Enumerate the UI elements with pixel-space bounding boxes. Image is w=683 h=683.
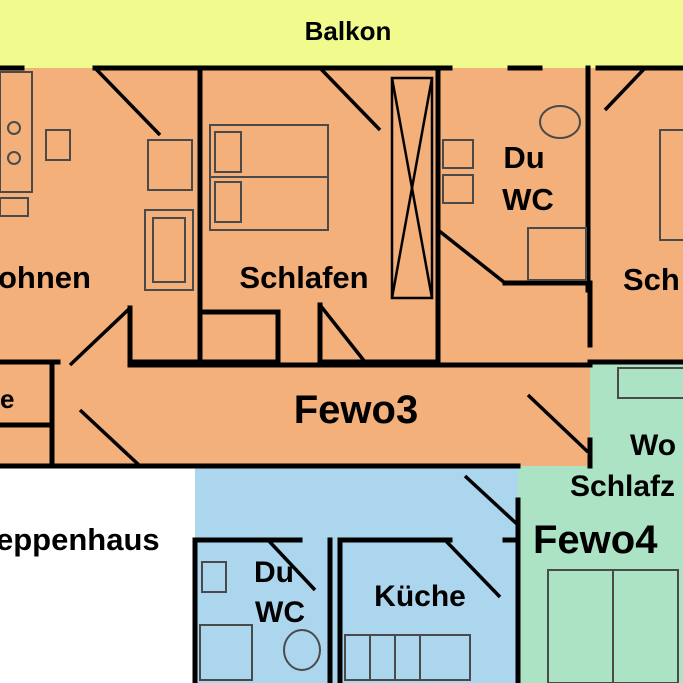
label-kueche: Küche — [374, 580, 466, 613]
label-kueche-left: e — [0, 384, 14, 414]
label-du-bottom: Du — [254, 556, 294, 589]
toilet-bottom — [283, 629, 321, 671]
walls — [0, 65, 683, 683]
shower-top — [527, 227, 587, 281]
furniture — [0, 71, 683, 683]
label-schlafen-right: Sch — [623, 262, 680, 297]
armchair — [147, 139, 193, 191]
fewo4-area — [518, 362, 683, 683]
sink-bottom — [201, 561, 227, 593]
bed-right-top — [659, 129, 683, 241]
label-wohnen-right: Wo — [630, 429, 676, 462]
sink-top — [442, 139, 474, 169]
labels: Balkon ohnen Schlafen Du WC Sch e Fewo3 … — [0, 16, 680, 629]
label-schlafen: Schlafen — [239, 260, 368, 295]
wardrobe — [390, 76, 434, 300]
doors — [68, 66, 647, 599]
kitchenette-counter — [0, 71, 33, 193]
sofa — [144, 209, 194, 291]
bench — [0, 197, 29, 217]
label-fewo3: Fewo3 — [294, 388, 418, 432]
label-du-top: Du — [503, 140, 544, 175]
toilet-top — [539, 105, 581, 139]
label-wohnen-left: ohnen — [0, 260, 91, 295]
counter-fewo4 — [617, 367, 683, 399]
shared-bath-kitchen-area — [195, 466, 518, 683]
label-fewo4: Fewo4 — [533, 518, 658, 562]
fewo3-area — [0, 68, 683, 466]
stool — [45, 129, 71, 161]
shower-bottom — [199, 624, 253, 681]
kitchen-counter — [344, 634, 471, 681]
label-schlafzimmer: Schlafz — [570, 470, 675, 503]
label-balkon: Balkon — [305, 16, 392, 46]
label-wc-top: WC — [502, 182, 554, 217]
label-wc-bottom: WC — [255, 596, 305, 629]
label-treppenhaus: eppenhaus — [0, 522, 160, 557]
stairwell-area — [0, 466, 195, 683]
balcony-area — [0, 0, 683, 68]
